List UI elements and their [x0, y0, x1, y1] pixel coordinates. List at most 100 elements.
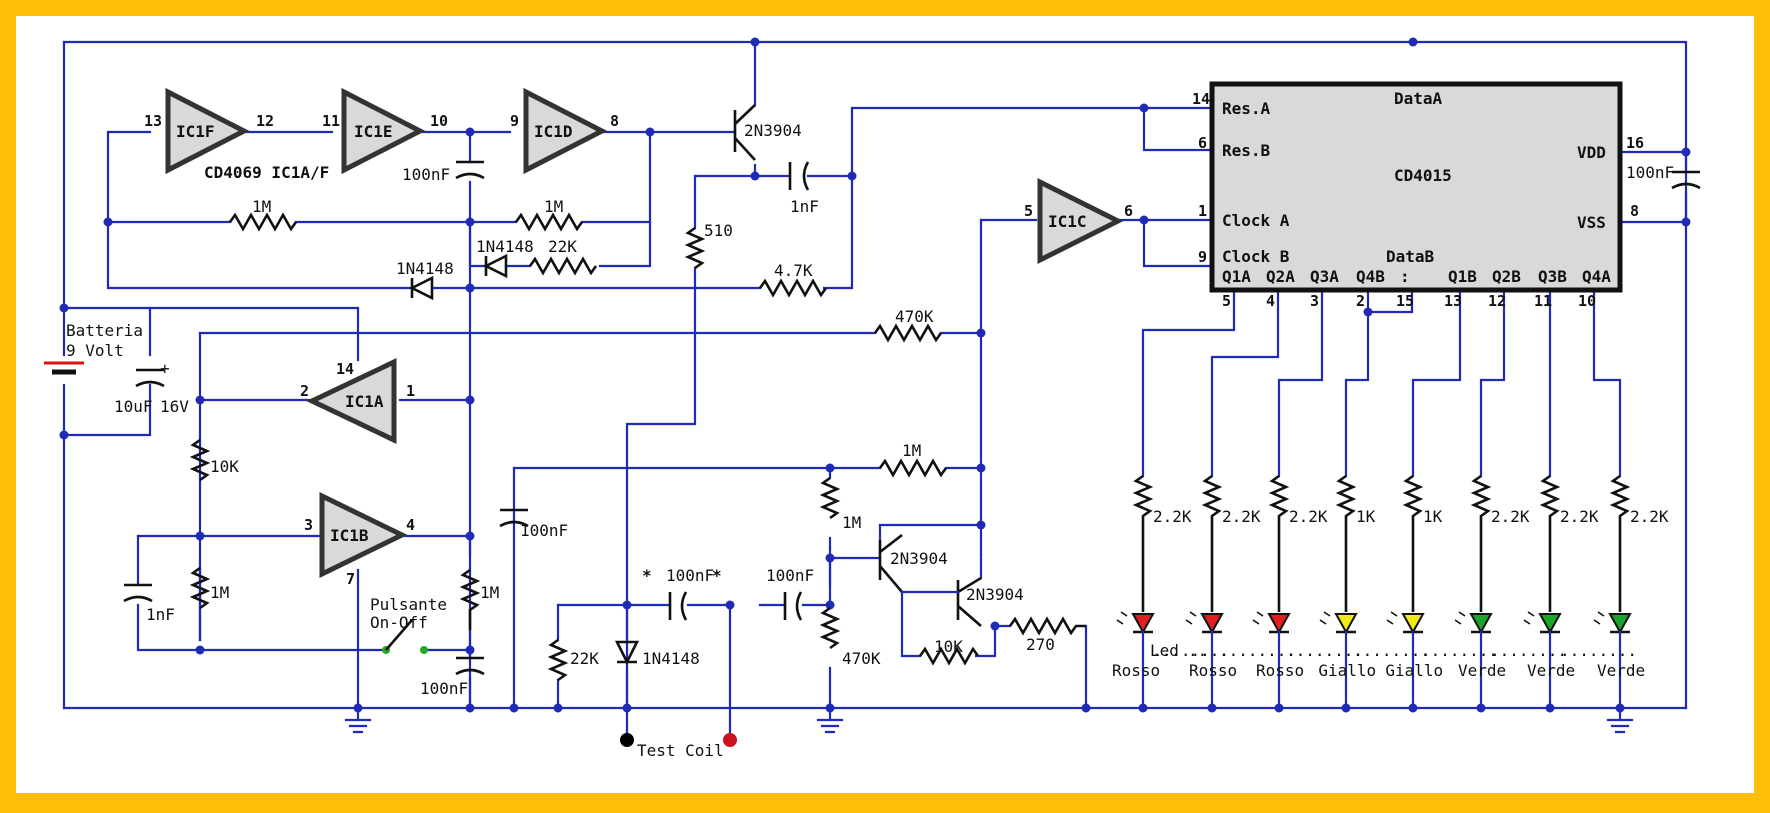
- led-channel: 1KGiallo........: [1286, 474, 1376, 710]
- led-color-label: Verde: [1458, 661, 1506, 680]
- junction-dot: [195, 531, 205, 541]
- led-channel: 1KGiallo........: [1353, 474, 1443, 710]
- led-diode: [1401, 613, 1425, 635]
- ic1e-label: IC1E: [354, 122, 393, 141]
- r-4k7-label: 4.7K: [774, 261, 813, 280]
- junction-dot: [990, 621, 1000, 631]
- battery: Batteria 9 Volt: [44, 321, 143, 375]
- capacitors: 100nF 1nF + 10uF 16V 1nF 100nF 100nF 100…: [114, 160, 1701, 698]
- c-100nf-e-label: 100nF: [766, 566, 814, 585]
- led-resistor-label: 2.2K: [1222, 507, 1261, 526]
- junction-dot: [59, 303, 69, 313]
- chip-res-a: Res.A: [1222, 99, 1271, 118]
- chip-output-pin: 10: [1578, 292, 1596, 310]
- ic1b-pin-in: 3: [304, 516, 313, 534]
- ic1c-label: IC1C: [1048, 212, 1087, 231]
- ic1c-gate: IC1C 5 6: [1024, 177, 1133, 265]
- ic1f-pin-in: 13: [144, 112, 162, 130]
- t-2n3904-a-label: 2N3904: [744, 121, 802, 140]
- c-10uf-label: 10uF: [114, 397, 153, 416]
- junction-dot: [1139, 103, 1149, 113]
- chip-output-pin: 2: [1356, 292, 1365, 310]
- chip-output-pin: 3: [1310, 292, 1319, 310]
- led-channel: 2.2K Verde........: [1560, 474, 1669, 710]
- ic1d-pin-in: 9: [510, 112, 519, 130]
- led-resistor-label: 2.2K: [1560, 507, 1599, 526]
- ic1a-label: IC1A: [345, 392, 384, 411]
- r-1m-d-label: 1M: [480, 583, 499, 602]
- d-1n4148-c-label: 1N4148: [642, 649, 700, 668]
- ic1e-pin-in: 11: [322, 112, 340, 130]
- ic1f-gate: IC1F 13 12: [144, 87, 274, 175]
- chip-output-name: Q1B: [1448, 267, 1477, 286]
- led-channel: 2.2KRosso........: [1152, 474, 1261, 710]
- junction-dot: [976, 328, 986, 338]
- chip-pin-vdd: 16: [1626, 134, 1644, 152]
- ic1b-gate: IC1B 3 4 7: [304, 492, 415, 588]
- ic1f-pin-out: 12: [256, 112, 274, 130]
- d-1n4148-b-label: 1N4148: [396, 259, 454, 278]
- led-dots: ........: [1152, 641, 1229, 660]
- junction-dot: [750, 171, 760, 181]
- junction-dot: [103, 217, 113, 227]
- junction-dot: [622, 600, 632, 610]
- led-color-label: Verde: [1597, 661, 1645, 680]
- junction-dot: [465, 645, 475, 655]
- chip-output-name: Q2B: [1492, 267, 1521, 286]
- junction-dot: [465, 127, 475, 137]
- chip-output-pin: 4: [1266, 292, 1275, 310]
- junction-dot: [195, 395, 205, 405]
- pulsante-switch[interactable]: Pulsante On-Off: [370, 595, 447, 654]
- led-channel: 2.2KRosso........: [1219, 474, 1328, 710]
- t-2n3904-c-label: 2N3904: [966, 585, 1024, 604]
- r-22k-b-label: 22K: [570, 649, 599, 668]
- junction-dot: [976, 463, 986, 473]
- r-1m-f-label: 1M: [842, 513, 861, 532]
- junction-dot: [509, 703, 519, 713]
- chip-output-name: Q3B: [1538, 267, 1567, 286]
- led-color-label: Rosso: [1256, 661, 1304, 680]
- led-channel: 2.2KVerde........: [1490, 474, 1599, 710]
- r-1m-e-label: 1M: [902, 441, 921, 460]
- junction-dot: [465, 395, 475, 405]
- junction-dot: [825, 600, 835, 610]
- led-bank: 2.2KRosso2.2KRosso........2.2KRosso.....…: [1112, 474, 1669, 710]
- chip-output-name: Q1A: [1222, 267, 1251, 286]
- chip-pin-res-a: 14: [1192, 90, 1210, 108]
- ic1e-gate: IC1E 11 10: [322, 87, 448, 175]
- resistors: 1M 1M 22K 510 4.7K 470K 10K 1M 1M 1M 1M …: [189, 197, 1086, 682]
- ic1f-label: IC1F: [176, 122, 215, 141]
- t-2n3904-b-label: 2N3904: [890, 549, 948, 568]
- junction-dot: [195, 645, 205, 655]
- chip-pin-clk-a: 1: [1198, 202, 1207, 220]
- led-diode: [1334, 613, 1358, 635]
- chip-clock-a: Clock A: [1222, 211, 1290, 230]
- r-510-label: 510: [704, 221, 733, 240]
- star-b: *: [712, 566, 722, 585]
- r-470k-b-label: 470K: [842, 649, 881, 668]
- transistors: 2N3904 2N3904 2N3904: [733, 104, 1024, 627]
- led-resistor-label: 1K: [1423, 507, 1443, 526]
- chip-vss: VSS: [1577, 213, 1606, 232]
- led-dots: ........: [1286, 641, 1363, 660]
- junction-dot: [725, 600, 735, 610]
- cd4069-label: CD4069 IC1A/F: [204, 163, 329, 182]
- c-100nf-vdd-label: 100nF: [1626, 163, 1674, 182]
- c-100nf-b-label: 100nF: [420, 679, 468, 698]
- junction-dot: [59, 430, 69, 440]
- ic1b-pin-out: 4: [406, 516, 415, 534]
- chip-output-pin: 15: [1396, 292, 1414, 310]
- chip-data-a: DataA: [1394, 89, 1443, 108]
- led-word: Led: [1150, 641, 1179, 660]
- c-1nf-a-label: 1nF: [790, 197, 819, 216]
- ic1a-pin-supply: 14: [336, 360, 354, 378]
- chip-clock-b: Clock B: [1222, 247, 1290, 266]
- junction-dot: [1681, 147, 1691, 157]
- chip-output-name: Q2A: [1266, 267, 1295, 286]
- led-dots: ..: [1188, 641, 1207, 660]
- led-dots: ........: [1560, 641, 1637, 660]
- c-16v-label: 16V: [160, 397, 189, 416]
